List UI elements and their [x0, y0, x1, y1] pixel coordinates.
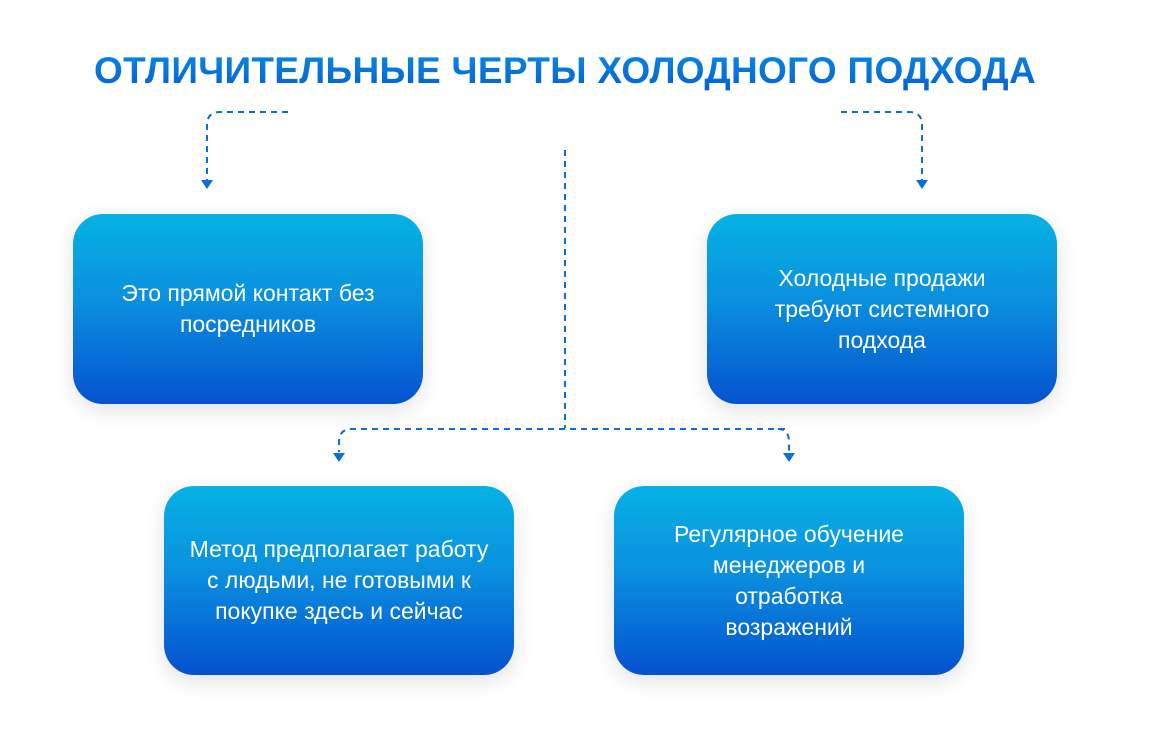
- feature-text: Холодные продажи требуют системного подх…: [774, 264, 990, 353]
- feature-box-method: Метод предполагает работу с людьми, не г…: [164, 486, 514, 675]
- feature-box-systematic-approach: Холодные продажи требуют системного подх…: [707, 214, 1057, 404]
- page-title: ОТЛИЧИТЕЛЬНЫЕ ЧЕРТЫ ХОЛОДНОГО ПОДХОДА: [0, 50, 1130, 92]
- arrow-down-icon: [783, 453, 795, 462]
- arrow-down-icon: [333, 453, 345, 462]
- feature-box-direct-contact: Это прямой контакт без посредников: [73, 214, 423, 404]
- connector-bottom-branch: [338, 428, 790, 452]
- connector-top-left: [206, 111, 288, 180]
- feature-text: Это прямой контакт без посредников: [121, 280, 375, 337]
- feature-text: Метод предполагает работу с людьми, не г…: [189, 536, 489, 624]
- connector-top-right: [841, 111, 923, 180]
- arrow-down-icon: [201, 180, 213, 189]
- feature-box-training: Регулярное обучение менеджеров и отработ…: [614, 486, 964, 675]
- arrow-down-icon: [916, 180, 928, 189]
- feature-text: Регулярное обучение менеджеров и отработ…: [674, 520, 904, 640]
